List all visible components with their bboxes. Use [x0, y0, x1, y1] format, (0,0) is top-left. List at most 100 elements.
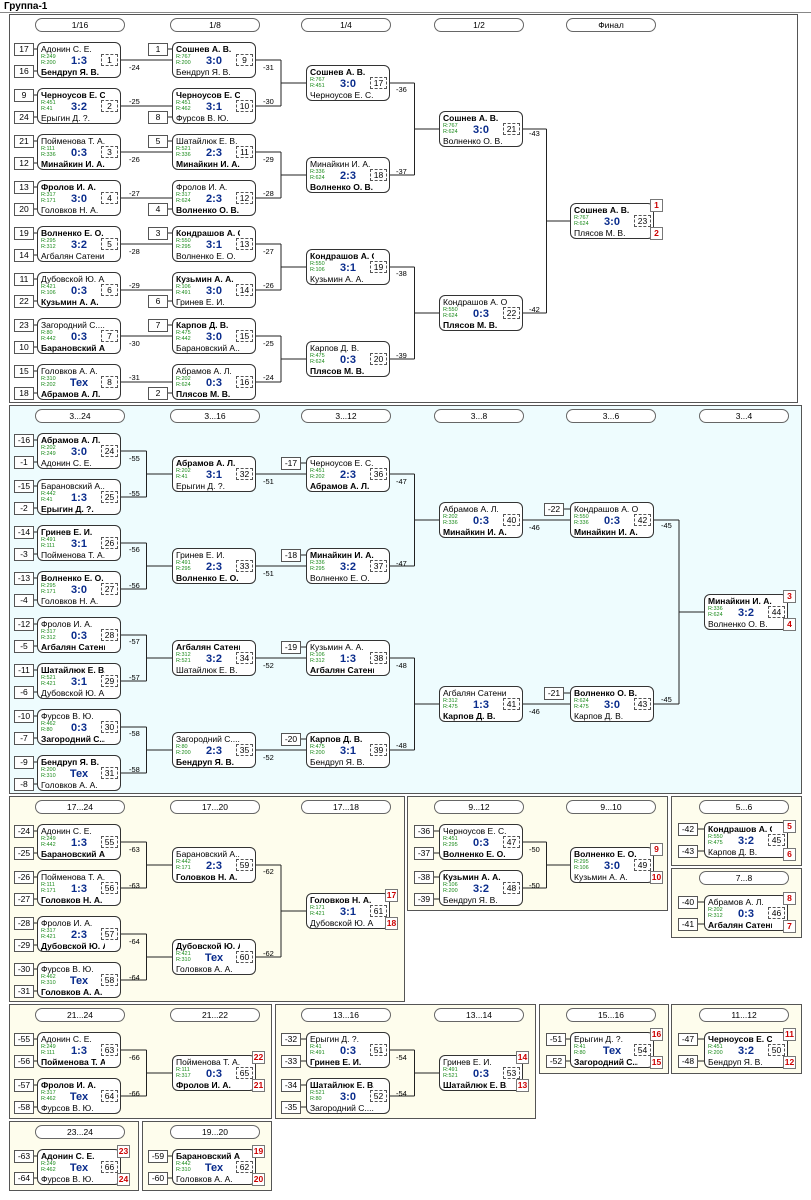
final-place-badge: 23 — [117, 1145, 130, 1158]
loser-link-label: -29 — [129, 281, 140, 290]
player1-rating: R:475 — [310, 744, 325, 750]
match-score: 3:2 — [71, 101, 87, 113]
player1-name: Фролов И. А. — [41, 1080, 96, 1090]
match-62[interactable]: Барановский А...R:442R:310Тех62Головков … — [172, 1149, 256, 1185]
player1-rating: R:521 — [310, 1090, 325, 1096]
match-number: 42 — [634, 514, 651, 526]
player1-rating: R:80 — [41, 330, 53, 336]
player2-rating: R:521 — [443, 1073, 458, 1079]
player2-name: Ерыгин Д. ?. — [176, 481, 225, 491]
player1-name: Сошнев А. В. — [443, 113, 499, 123]
player1-name: Черноусов Е. С. — [176, 90, 240, 100]
match-number: 58 — [101, 974, 118, 986]
player1-name: Пойменова Т. А. — [41, 872, 105, 882]
player1-name: Адонин С. Е. — [41, 826, 92, 836]
player2-rating: R:521 — [176, 658, 191, 664]
loser-link-label: -66 — [129, 1053, 140, 1062]
match-number: 9 — [236, 54, 253, 66]
player2-rating: R:106 — [310, 267, 325, 273]
final-place-badge: 3 — [783, 590, 796, 603]
panel-main-bracket — [9, 14, 798, 403]
player2-rating: R:624 — [176, 198, 191, 204]
player1-name: Пойменова Т. А. — [176, 1057, 240, 1067]
loser-link-label: -39 — [396, 351, 407, 360]
round-header-h-1-2: 1/2 — [434, 18, 524, 32]
loser-link-label: -47 — [396, 559, 407, 568]
match-number: 15 — [236, 330, 253, 342]
player1-rating: R:106 — [310, 652, 325, 658]
player1-rating: R:312 — [443, 698, 458, 704]
round-header-h-3-12: 3...12 — [301, 409, 391, 423]
loser-link-label: -27 — [129, 189, 140, 198]
match-number: 22 — [503, 307, 520, 319]
player2-name: Черноусов Е. С. — [310, 90, 374, 100]
player2-rating: R:317 — [176, 1073, 191, 1079]
